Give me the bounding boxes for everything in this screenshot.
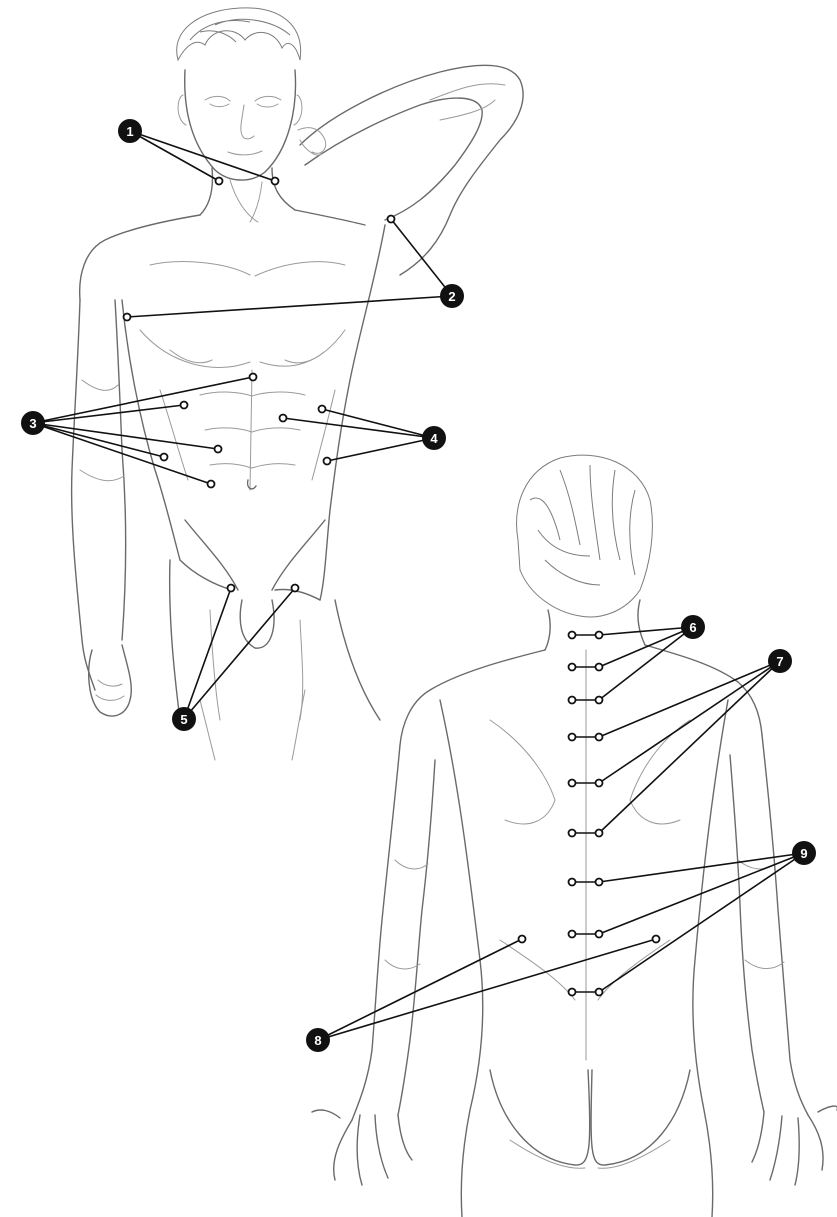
point-marker: [596, 632, 603, 639]
point-marker: [569, 780, 576, 787]
leader-line: [599, 661, 780, 737]
point-marker: [161, 454, 168, 461]
leader-line: [33, 423, 164, 457]
point-marker: [653, 936, 660, 943]
callout-number: 4: [430, 431, 438, 446]
point-marker: [519, 936, 526, 943]
callout-6: 6: [599, 615, 705, 700]
point-marker: [569, 632, 576, 639]
callout-number: 7: [776, 654, 783, 669]
leader-line: [33, 423, 218, 449]
leader-line: [184, 588, 295, 719]
point-marker: [280, 415, 287, 422]
leader-line: [130, 131, 219, 181]
front-view-body: [72, 8, 523, 760]
callout-3: 3: [21, 374, 257, 488]
callout-number: 1: [126, 124, 133, 139]
leader-line: [599, 853, 804, 882]
point-marker: [596, 879, 603, 886]
callout-number: 8: [314, 1033, 321, 1048]
leader-line: [327, 438, 434, 461]
point-marker: [596, 697, 603, 704]
point-marker: [250, 374, 257, 381]
point-marker: [596, 830, 603, 837]
point-marker: [272, 178, 279, 185]
point-marker: [596, 664, 603, 671]
point-marker: [388, 216, 395, 223]
point-marker: [596, 780, 603, 787]
point-marker: [215, 446, 222, 453]
point-marker: [596, 931, 603, 938]
leader-line: [318, 939, 656, 1040]
callout-4: 4: [280, 406, 447, 465]
point-marker: [596, 734, 603, 741]
leader-line: [33, 423, 211, 484]
leader-line: [322, 409, 434, 438]
callout-number: 5: [180, 712, 187, 727]
point-marker: [596, 989, 603, 996]
callout-number: 6: [689, 620, 696, 635]
point-marker: [324, 458, 331, 465]
callout-1: 1: [118, 119, 279, 185]
point-marker: [569, 697, 576, 704]
callout-number: 3: [29, 416, 36, 431]
point-marker: [181, 402, 188, 409]
leader-line: [318, 939, 522, 1040]
point-marker: [569, 830, 576, 837]
point-marker: [208, 481, 215, 488]
point-marker: [569, 664, 576, 671]
callout-number: 9: [800, 846, 807, 861]
leader-line: [184, 588, 231, 719]
callout-2: 2: [124, 216, 465, 321]
point-marker: [228, 585, 235, 592]
point-marker: [319, 406, 326, 413]
leader-line: [127, 296, 452, 317]
callout-5: 5: [172, 585, 299, 732]
point-marker: [569, 989, 576, 996]
point-marker: [569, 734, 576, 741]
point-marker: [569, 879, 576, 886]
leader-line: [33, 377, 253, 423]
point-marker: [292, 585, 299, 592]
point-marker: [569, 931, 576, 938]
leader-line: [283, 418, 434, 438]
leader-line: [599, 661, 780, 833]
point-marker: [124, 314, 131, 321]
leader-line: [599, 627, 693, 700]
leader-line: [130, 131, 275, 181]
point-marker: [216, 178, 223, 185]
callout-number: 2: [448, 289, 455, 304]
